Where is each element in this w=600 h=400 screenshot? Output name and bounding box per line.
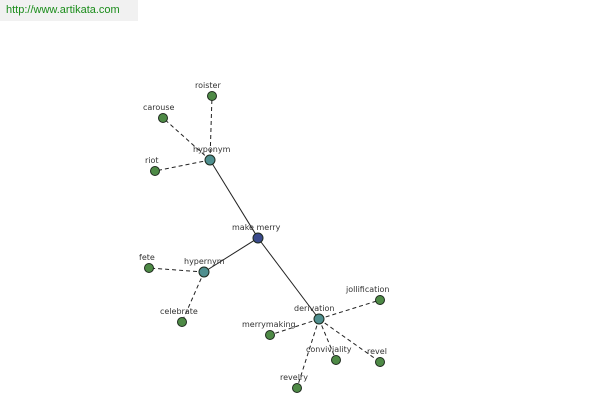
edge-derivation-jollification	[318, 299, 381, 320]
node-jollification[interactable]	[375, 295, 385, 305]
edge-make_merry-hypernym	[203, 237, 259, 273]
node-derivation[interactable]	[313, 313, 325, 325]
node-revelry[interactable]	[292, 383, 302, 393]
node-riot[interactable]	[150, 166, 160, 176]
node-label-celebrate: celebrate	[160, 307, 198, 316]
node-label-hypernym: hypernym	[184, 257, 225, 266]
node-label-revel: revel	[367, 347, 387, 356]
node-merrymaking[interactable]	[265, 330, 275, 340]
node-label-make-merry: make merry	[232, 223, 281, 232]
node-label-riot: riot	[145, 156, 159, 165]
node-label-jollification: jollification	[345, 285, 389, 294]
node-roister[interactable]	[207, 91, 217, 101]
node-fete[interactable]	[144, 263, 154, 273]
node-conviviality[interactable]	[331, 355, 341, 365]
site-url-label[interactable]: http://www.artikata.com	[0, 0, 138, 21]
edge-derivation-conviviality	[318, 318, 337, 361]
node-label-fete: fete	[139, 253, 155, 262]
edge-hyponym-riot	[154, 159, 211, 172]
edge-hypernym-fete	[148, 267, 205, 273]
node-carouse[interactable]	[158, 113, 168, 123]
edges-layer	[148, 95, 381, 389]
node-label-merrymaking: merrymaking	[242, 320, 296, 329]
node-celebrate[interactable]	[177, 317, 187, 327]
node-make-merry[interactable]	[252, 232, 264, 244]
edge-hypernym-celebrate	[181, 271, 205, 323]
edge-hyponym-roister	[209, 95, 213, 161]
node-label-conviviality: conviviality	[306, 345, 352, 354]
edge-derivation-merrymaking	[269, 318, 320, 336]
node-hyponym[interactable]	[204, 154, 216, 166]
edge-make_merry-derivation	[257, 237, 320, 320]
node-label-carouse: carouse	[143, 103, 175, 112]
node-revel[interactable]	[375, 357, 385, 367]
node-hypernym[interactable]	[198, 266, 210, 278]
edge-derivation-revelry	[296, 318, 320, 389]
edge-hyponym-carouse	[162, 117, 211, 161]
node-label-revelry: revelry	[280, 373, 308, 382]
labels-layer: make merry hyponym hypernym derivation roist…	[139, 81, 389, 382]
node-label-roister: roister	[195, 81, 221, 90]
node-label-derivation: derivation	[294, 304, 334, 313]
edge-make_merry-hyponym	[209, 159, 259, 239]
nodes-layer	[144, 91, 385, 393]
node-label-hyponym: hyponym	[193, 145, 231, 154]
edge-derivation-revel	[318, 318, 381, 363]
